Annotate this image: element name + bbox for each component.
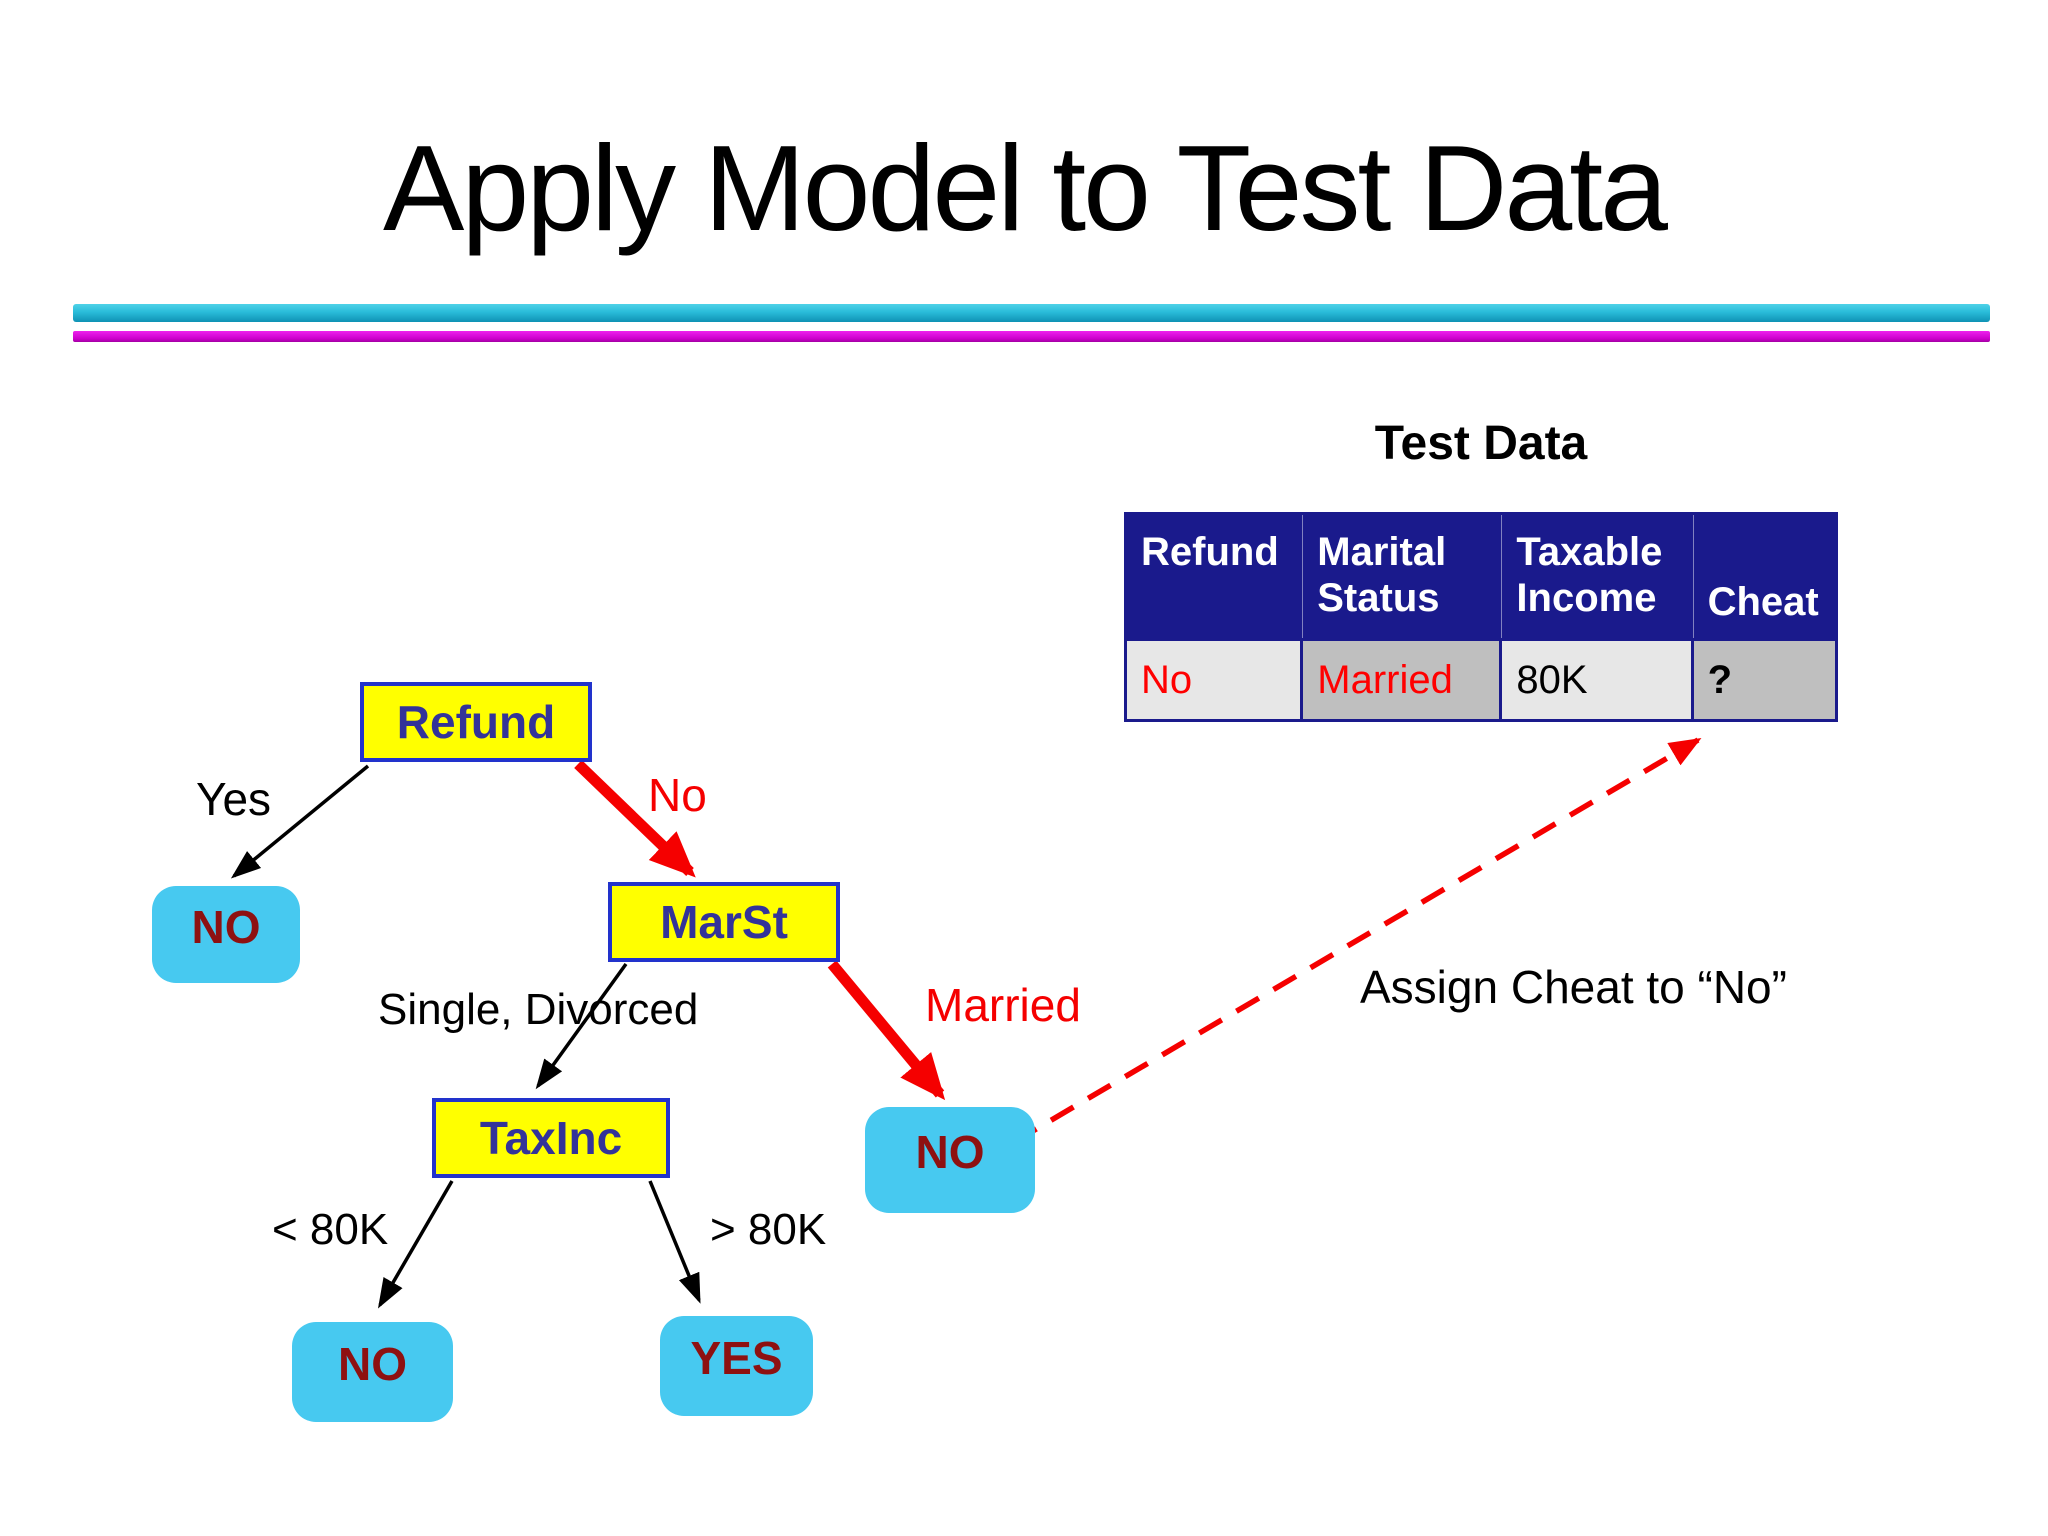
branch-marst-married-arrow xyxy=(827,960,946,1101)
branch-label-yes: Yes xyxy=(196,773,272,825)
tree-node-refund: Refund xyxy=(360,682,592,762)
branch-label-single-divorced: Single, Divorced xyxy=(378,985,699,1034)
column-header-cheat: Cheat xyxy=(1707,580,1819,624)
table-row: No Married 80K ? xyxy=(1127,638,1835,719)
branch-label-married: Married xyxy=(925,979,1081,1031)
cell-refund: No xyxy=(1127,641,1304,719)
leaf-taxinc-high-yes: YES xyxy=(660,1316,813,1416)
column-header-marital-status: Marital Status xyxy=(1303,515,1503,638)
branch-taxinc-low-arrow xyxy=(377,1180,454,1309)
tree-node-marst: MarSt xyxy=(608,882,840,962)
column-header-taxable-income: Taxable Income xyxy=(1502,515,1694,638)
cell-taxable-income: 80K xyxy=(1502,641,1694,719)
divider-line-magenta xyxy=(73,331,1990,342)
leaf-taxinc-low-no: NO xyxy=(292,1322,453,1422)
test-data-table: Refund Marital Status Taxable Income Che… xyxy=(1124,512,1838,722)
branch-taxinc-high-arrow xyxy=(648,1180,701,1304)
assign-cheat-annotation: Assign Cheat to “No” xyxy=(1360,961,1787,1013)
leaf-refund-yes-no: NO xyxy=(152,886,300,983)
divider-line-cyan xyxy=(73,304,1990,322)
tree-node-taxinc: TaxInc xyxy=(432,1098,670,1178)
branch-label-no: No xyxy=(648,769,707,821)
slide-title: Apply Model to Test Data xyxy=(382,120,1668,256)
cell-cheat: ? xyxy=(1693,641,1835,719)
leaf-marst-married-no: NO xyxy=(865,1107,1035,1213)
assign-dashed-arrow xyxy=(1012,737,1702,1145)
branch-label-under-80k: < 80K xyxy=(272,1205,389,1254)
test-data-heading: Test Data xyxy=(1374,417,1588,470)
cell-marital-status: Married xyxy=(1303,641,1503,719)
branch-label-over-80k: > 80K xyxy=(710,1205,827,1254)
table-header-row: Refund Marital Status Taxable Income Che… xyxy=(1127,515,1835,638)
column-header-refund: Refund xyxy=(1127,515,1304,638)
